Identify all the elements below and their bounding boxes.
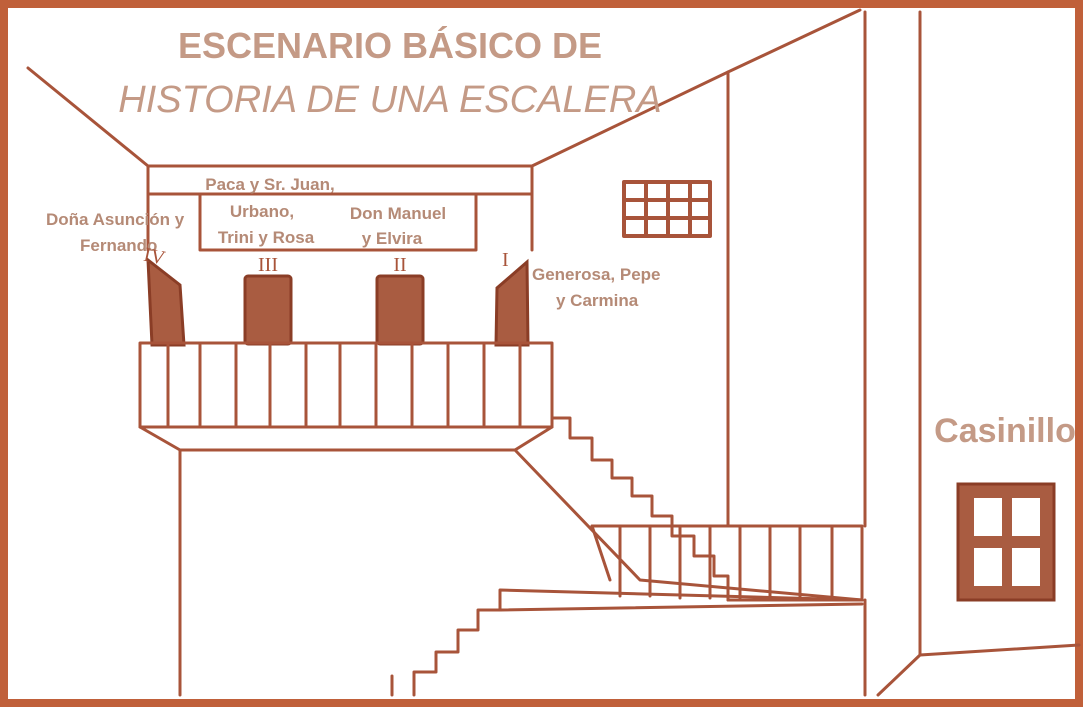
title-line1: ESCENARIO BÁSICO DE <box>178 25 602 66</box>
label-ii-line1: Don Manuel <box>350 204 446 223</box>
lower-stairs-edge <box>390 602 864 697</box>
label-iii-line2: Urbano, <box>230 202 294 221</box>
casinillo-window <box>956 482 1056 602</box>
door-number-iii: III <box>258 254 278 276</box>
door-i <box>494 258 530 347</box>
floor-lines <box>863 598 1081 697</box>
title-line2: HISTORIA DE UNA ESCALERA <box>118 79 661 121</box>
label-iii-line1: Paca y Sr. Juan, <box>205 175 334 194</box>
label-ii-line2: y Elvira <box>362 229 423 248</box>
label-casinillo: Casinillo <box>934 412 1076 450</box>
door-iv <box>146 256 186 347</box>
label-i-line1: Generosa, Pepe <box>532 265 661 284</box>
mid-landing-railing <box>590 524 864 602</box>
tower-lines <box>178 448 864 697</box>
lower-stairs <box>412 588 864 697</box>
back-wall-window <box>622 180 712 238</box>
label-iv-line2: Fernando <box>80 236 157 255</box>
upper-stairs <box>550 416 730 602</box>
right-wall-lines <box>726 10 922 657</box>
label-iv-line1: Doña Asunción y <box>46 210 185 229</box>
label-iii-line3: Trini y Rosa <box>218 228 315 247</box>
door-number-ii: II <box>393 254 406 276</box>
door-number-i: I <box>502 249 509 271</box>
label-i-line2: y Carmina <box>556 291 639 310</box>
door-iii <box>243 274 293 346</box>
landing-back-wall <box>146 192 534 252</box>
door-number-iv: IV <box>142 244 168 270</box>
balcony-railing <box>138 341 554 452</box>
door-ii <box>375 274 425 346</box>
